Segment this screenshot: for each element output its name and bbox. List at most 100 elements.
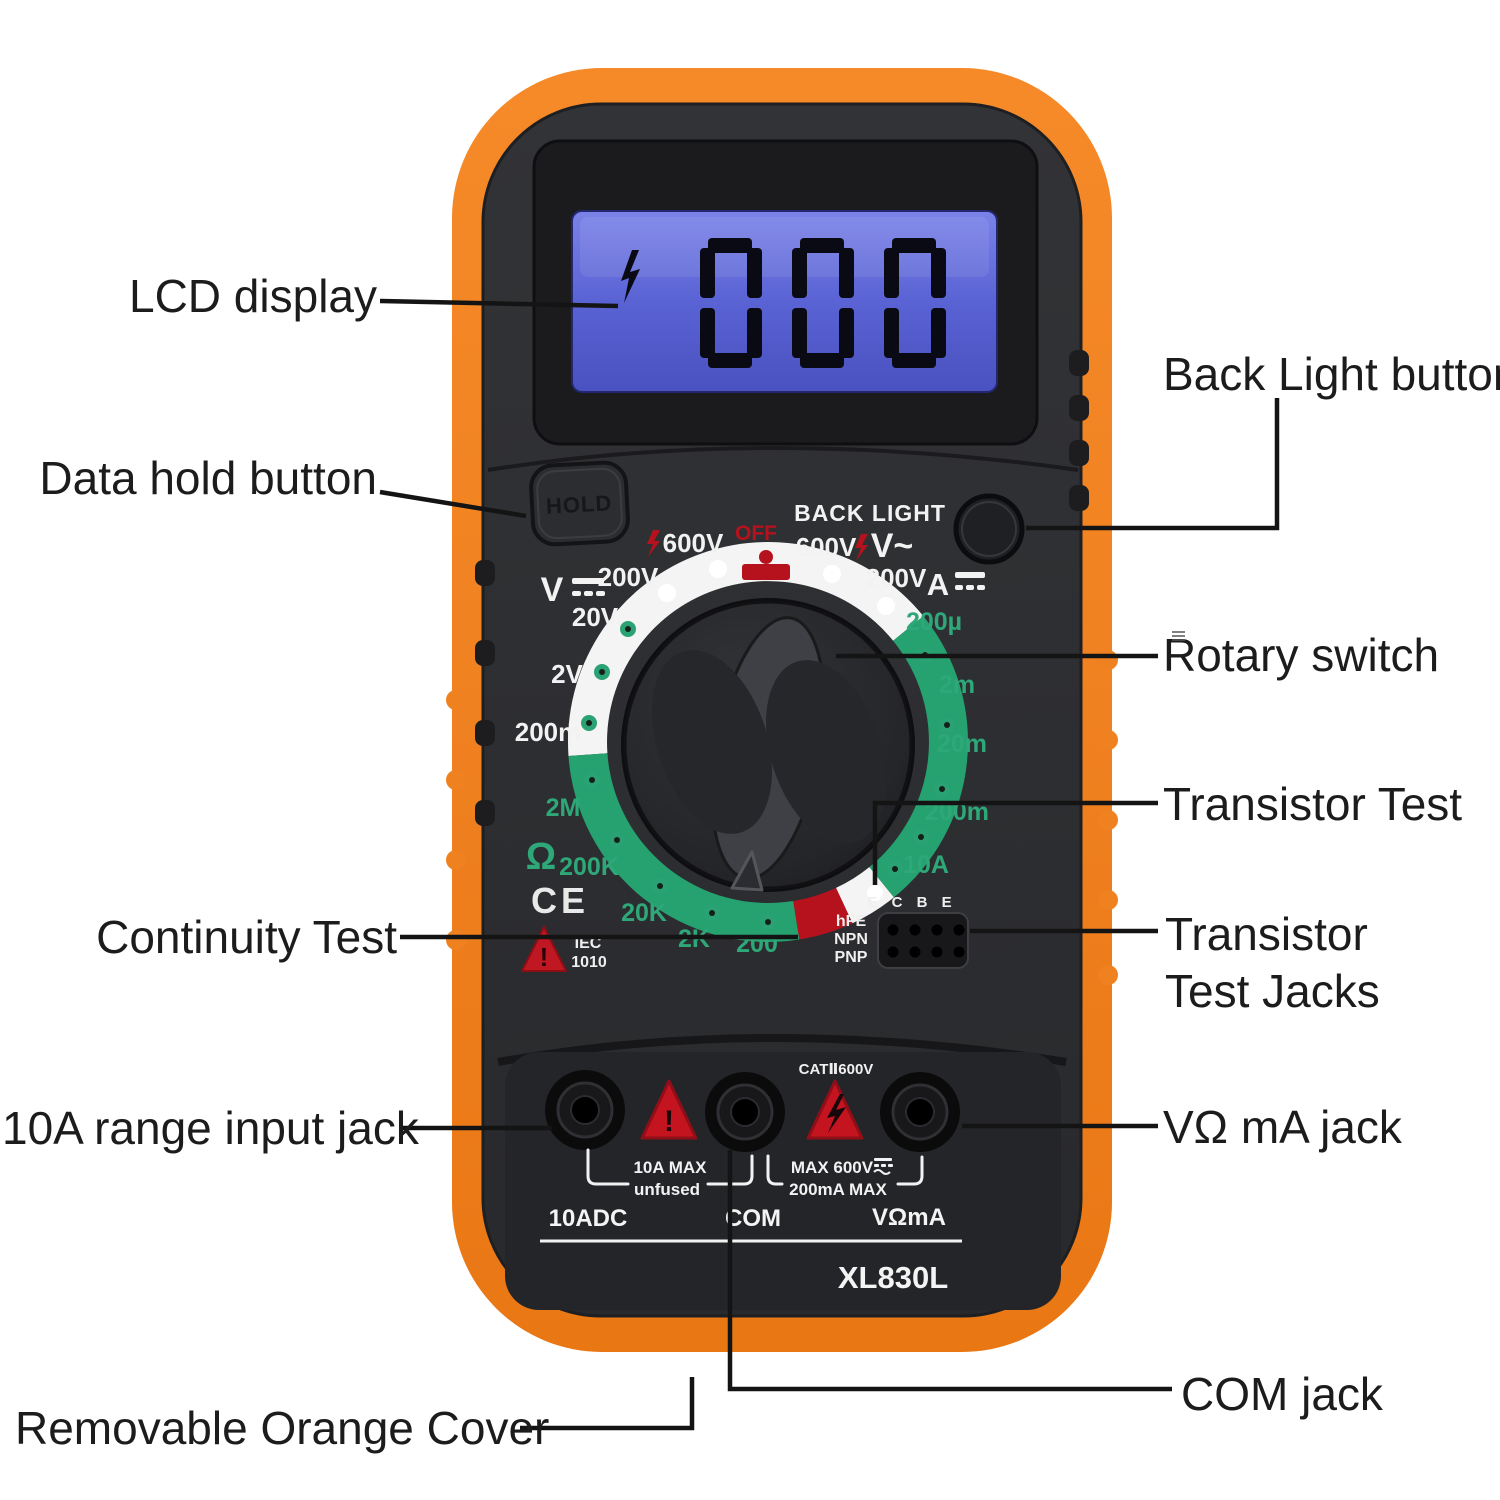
warning-triangle-exclamation: ! xyxy=(640,1079,698,1140)
dial-label-600v-dc: 600V xyxy=(663,528,724,558)
dial-label-20m: 20m xyxy=(937,730,987,758)
grip-bump xyxy=(1098,650,1118,670)
v-ac-symbol: V~ xyxy=(871,527,914,565)
back-light-label: BACK LIGHT xyxy=(794,500,946,526)
dial-label-pnp: PNP xyxy=(835,949,868,966)
body-seam xyxy=(487,446,1079,472)
artifact-glyph xyxy=(1172,631,1185,641)
ce-mark: CE xyxy=(531,880,589,921)
off-marker xyxy=(742,564,790,580)
socket-holes xyxy=(887,924,965,958)
back-light-button xyxy=(953,493,1025,565)
socket-pin-labels: E C B E xyxy=(867,894,956,911)
hold-label: HOLD xyxy=(545,490,613,518)
warn-max-600v: MAX 600V xyxy=(791,1158,874,1177)
dial-band-hfe xyxy=(836,867,894,924)
line-back-light xyxy=(1026,398,1280,531)
grip-bump xyxy=(1098,810,1118,830)
label-transistor-test: Transistor Test xyxy=(1163,778,1462,830)
dial-label-200v-ac: 200V xyxy=(866,563,927,593)
off-dot xyxy=(759,550,773,564)
iec-number: 1010 xyxy=(571,954,607,971)
dial-label-hfe: hFE xyxy=(836,913,867,930)
transistor-test-socket: E C B E xyxy=(867,894,969,969)
warning-exclamation: ! xyxy=(540,942,549,972)
dot-200v-ac xyxy=(877,597,895,615)
cat-rating: CATⅡ600V xyxy=(799,1061,874,1078)
dial-label-200k: 200K xyxy=(559,853,619,881)
port-label-10adc: 10ADC xyxy=(549,1205,628,1232)
dial-band-white xyxy=(568,542,924,756)
dc-symbol xyxy=(572,578,605,596)
rotary-knob xyxy=(621,598,915,892)
label-back-light: Back Light button xyxy=(1163,348,1500,400)
label-com-jack: COM jack xyxy=(1181,1368,1384,1420)
dial-label-10a: 10A xyxy=(903,851,949,879)
dial-label-200m-v: 200m xyxy=(515,717,582,747)
warn-10a-max: 10A MAX xyxy=(633,1158,707,1177)
digit-0 xyxy=(700,238,762,368)
grip-bump xyxy=(446,850,466,870)
dial-label-200u: 200µ xyxy=(906,608,962,636)
knob-pointer xyxy=(730,850,764,892)
dot-200v-dc xyxy=(658,584,676,602)
grip-bump xyxy=(1098,890,1118,910)
dial-label-200: 200 xyxy=(736,930,778,958)
line-data-hold xyxy=(379,489,527,519)
line-cover xyxy=(520,1377,695,1431)
label-rotary-switch: Rotary switch xyxy=(1163,629,1439,681)
com-jack xyxy=(705,1072,785,1152)
input-jack-10a xyxy=(545,1070,625,1150)
continuity-buzzer-icon xyxy=(799,899,832,928)
warning-triangle-lightning xyxy=(806,1079,864,1140)
dc-symbol xyxy=(955,572,985,590)
jack-brackets xyxy=(586,1148,924,1186)
warning-triangle-icon xyxy=(521,926,567,972)
lcd-digits xyxy=(700,238,946,368)
dial-label-2v: 2V xyxy=(551,659,583,689)
grip-bump xyxy=(446,690,466,710)
annotation-lines xyxy=(379,298,1280,1431)
port-label-vohm-ma: VΩmA xyxy=(872,1204,946,1231)
hold-button: HOLD xyxy=(529,460,630,547)
line-com-jack xyxy=(727,1150,1172,1392)
dot-hfe xyxy=(867,885,883,901)
digit-0 xyxy=(792,238,854,368)
warn-unfused: unfused xyxy=(634,1180,700,1199)
iec-warning: ! IEC 1010 xyxy=(521,926,607,972)
lcd-display: 000 xyxy=(532,139,1039,446)
label-data-hold: Data hold button xyxy=(39,452,377,504)
dial-label-off: OFF xyxy=(735,522,777,545)
dial-label-20v: 20V xyxy=(572,602,619,632)
digit-0 xyxy=(884,238,946,368)
dial-label-600v-ac: 600V xyxy=(796,532,857,562)
port-label-com: COM xyxy=(725,1205,781,1232)
label-transistor-jacks-2: Test Jacks xyxy=(1165,965,1380,1017)
dial-band-green-right xyxy=(869,616,968,898)
grip-bump xyxy=(446,930,466,950)
label-cover: Removable Orange Cover xyxy=(15,1402,549,1454)
a-dc-symbol: A xyxy=(927,567,949,602)
v-ohm-ma-jack xyxy=(880,1072,960,1152)
dial-label-2m: 2m xyxy=(939,671,975,699)
lightning-glyph xyxy=(827,1094,846,1133)
label-lcd-display: LCD display xyxy=(129,270,377,322)
label-vohm-jack: VΩ mA jack xyxy=(1163,1101,1403,1153)
label-continuity-test: Continuity Test xyxy=(96,911,397,963)
dc-ac-symbol xyxy=(873,1158,893,1175)
dot-600v-ac xyxy=(823,565,841,583)
label-transistor-jacks-1: Transistor xyxy=(1165,908,1368,960)
warn-200ma-max: 200mA MAX xyxy=(789,1180,887,1199)
dial-label-200v-dc: 200V xyxy=(598,562,659,592)
rotary-dial xyxy=(568,542,968,942)
label-10a-jack: 10A range input jack xyxy=(2,1102,420,1154)
green-dots xyxy=(581,621,955,930)
dot-600v-dc xyxy=(709,560,727,578)
grip-bump xyxy=(446,770,466,790)
dial-label-20k: 20K xyxy=(621,899,667,927)
battery-bolt-icon xyxy=(621,250,640,303)
model-number: XL830L xyxy=(838,1260,948,1295)
exclamation-glyph: ! xyxy=(664,1105,674,1138)
